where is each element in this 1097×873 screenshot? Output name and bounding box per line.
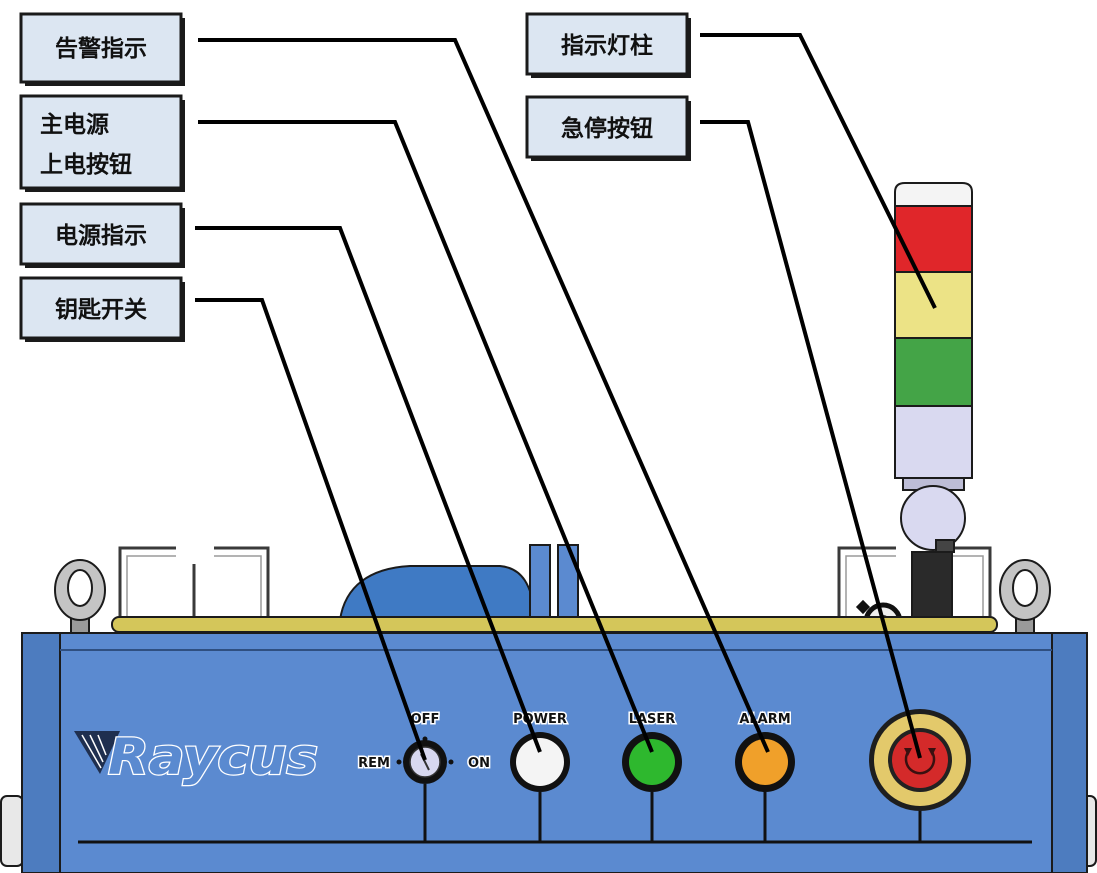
tower-mount-column — [911, 551, 953, 619]
laser-unit: Raycus OFF REM ON POWER LASER — [0, 182, 1097, 873]
callout-alarm-indicator: 告警指示 — [19, 12, 185, 86]
top-plate — [111, 616, 998, 633]
callout-power-indicator: 电源指示 — [19, 202, 185, 268]
left-eye-bolt — [54, 559, 106, 635]
leader-lines — [195, 33, 937, 761]
leader-light-tower — [700, 33, 937, 309]
left-side-strip — [21, 632, 61, 873]
key-off-label: OFF — [411, 712, 440, 727]
callout-main-power-button: 主电源 上电按钮 — [19, 94, 185, 192]
brand-name: Raycus — [108, 728, 318, 786]
power-indicator-lamp: POWER — [510, 711, 570, 792]
power-lamp-lens — [516, 738, 564, 786]
emergency-stop-button — [869, 709, 971, 811]
estop-cap — [892, 732, 948, 788]
left-foot — [0, 795, 24, 867]
raycus-logo: Raycus — [74, 727, 319, 787]
callout-main-power-line1: 主电源 — [40, 112, 109, 138]
alarm-label: ALARM — [739, 712, 790, 727]
callout-main-power-line2: 上电按钮 — [40, 151, 132, 178]
callout-light-tower-text: 指示灯柱 — [561, 33, 653, 59]
laser-indicator-lamp: LASER — [622, 711, 682, 792]
callout-key-switch: 钥匙开关 — [19, 276, 185, 342]
leader-main-power-button — [198, 120, 654, 753]
alarm-indicator-lamp: ALARM — [735, 711, 795, 792]
top-cover-dome — [338, 565, 538, 621]
estop-rotate-arrow-icon — [904, 751, 936, 775]
tower-ball-joint — [900, 485, 966, 551]
right-eye-bolt — [999, 559, 1051, 635]
callout-emergency-stop: 急停按钮 — [525, 95, 691, 161]
callout-key-switch-text: 钥匙开关 — [55, 296, 147, 323]
tower-green-segment — [894, 337, 973, 407]
callout-emergency-stop-text: 急停按钮 — [561, 115, 653, 142]
callout-light-tower: 指示灯柱 — [525, 12, 691, 78]
power-label: POWER — [513, 712, 567, 727]
light-tower — [894, 182, 973, 619]
right-side-strip — [1051, 632, 1088, 873]
tower-red-segment — [894, 205, 973, 273]
leader-alarm-indicator — [198, 38, 770, 753]
callout-power-indicator-text: 电源指示 — [55, 223, 147, 249]
tower-lavender-segment — [894, 405, 973, 479]
leader-power-indicator — [195, 226, 542, 753]
tower-cap — [894, 182, 973, 208]
key-rem-label: REM — [358, 756, 390, 771]
callout-alarm-indicator-text: 告警指示 — [55, 36, 147, 62]
tower-bracket — [935, 539, 955, 553]
key-switch: OFF REM ON — [357, 711, 491, 784]
leader-emergency-stop — [700, 120, 922, 759]
leader-key-switch — [195, 298, 427, 761]
alarm-lamp-lens — [742, 739, 788, 785]
left-handle — [118, 546, 270, 616]
key-on-label: ON — [468, 756, 490, 771]
laser-lamp-lens — [629, 739, 675, 785]
